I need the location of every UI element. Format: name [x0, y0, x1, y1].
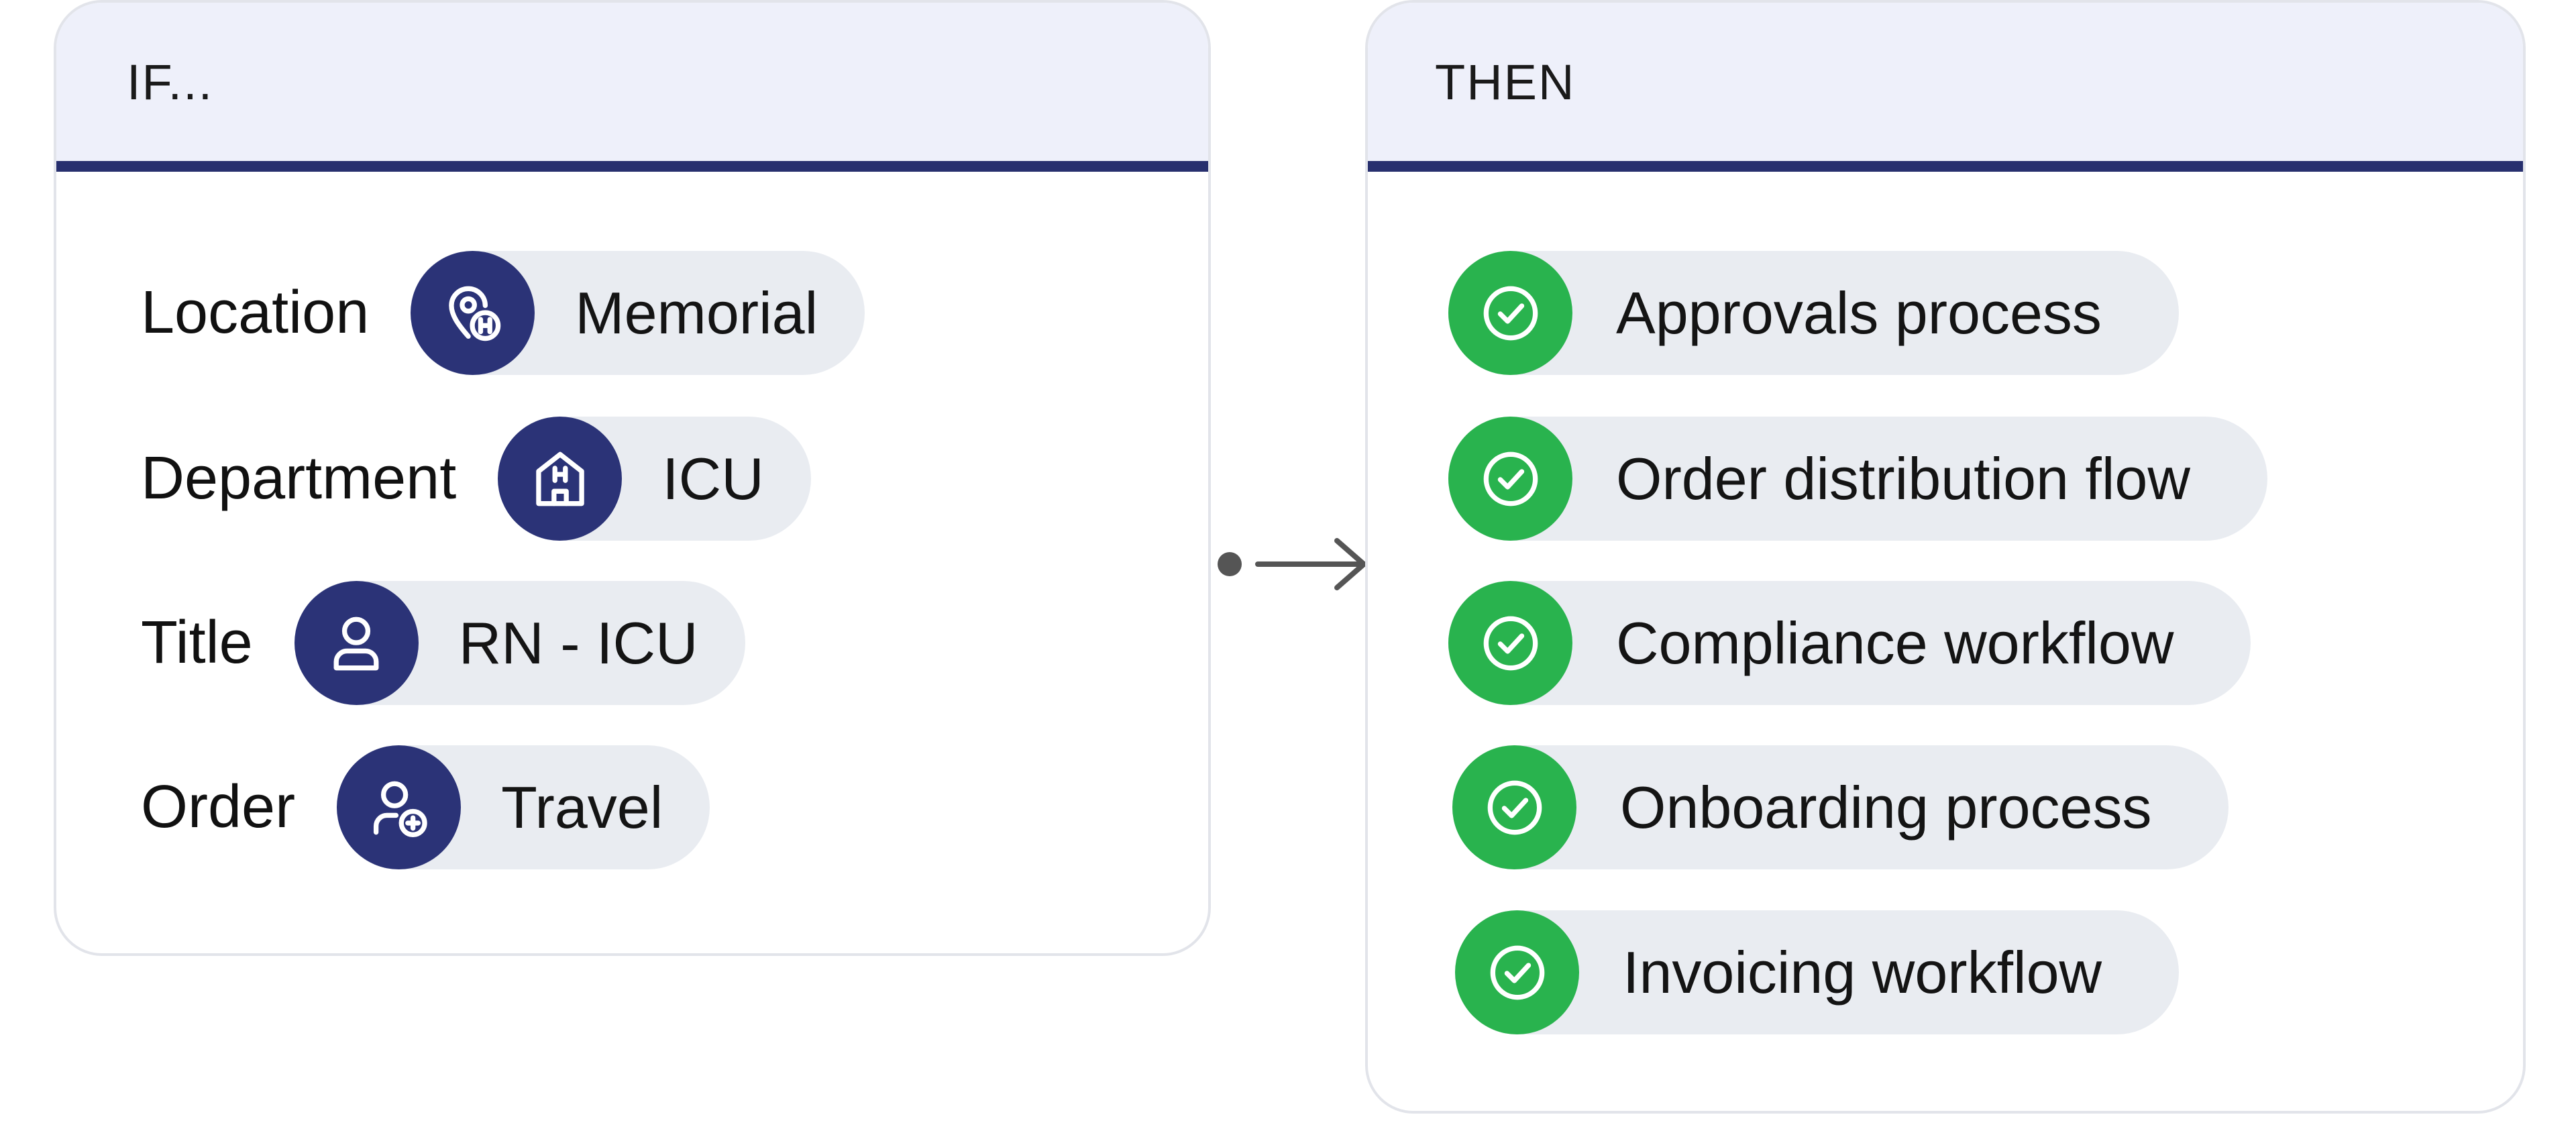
if-card-title: IF... [127, 54, 214, 110]
condition-value: ICU [662, 445, 764, 512]
condition-value: Memorial [575, 279, 818, 346]
action-chip[interactable]: Compliance workflow [1448, 581, 2251, 705]
then-card: THEN Approvals process Order distributio… [1365, 0, 2526, 1114]
person-add-icon [337, 745, 462, 869]
action-label: Approvals process [1616, 279, 2102, 346]
condition-chip-order[interactable]: Travel [337, 745, 710, 869]
action-row[interactable]: Compliance workflow [1448, 581, 2251, 705]
hospital-building-icon [498, 417, 623, 541]
condition-chip-location[interactable]: Memorial [411, 251, 865, 375]
action-label: Order distribution flow [1616, 445, 2190, 512]
action-chip[interactable]: Order distribution flow [1448, 417, 2267, 541]
condition-row-title: Title RN - ICU [141, 581, 745, 705]
check-circle-icon [1452, 745, 1576, 869]
condition-label: Order [141, 773, 296, 841]
hospital-location-icon [411, 251, 535, 375]
condition-row-location: Location Memorial [141, 251, 865, 375]
connector-dot [1218, 552, 1242, 576]
person-icon [294, 581, 419, 705]
condition-label: Location [141, 279, 370, 346]
action-label: Compliance workflow [1616, 609, 2174, 676]
then-card-title: THEN [1435, 54, 1576, 110]
condition-label: Title [141, 609, 253, 676]
action-row[interactable]: Onboarding process [1452, 745, 2229, 869]
action-chip[interactable]: Approvals process [1448, 251, 2179, 375]
action-label: Onboarding process [1620, 773, 2152, 841]
condition-chip-title[interactable]: RN - ICU [294, 581, 745, 705]
action-chip[interactable]: Onboarding process [1452, 745, 2229, 869]
condition-label: Department [141, 445, 457, 512]
if-card-header: IF... [56, 3, 1208, 172]
if-card: IF... Location Memorial Department [54, 0, 1211, 956]
then-card-header: THEN [1368, 3, 2523, 172]
action-label: Invoicing workflow [1623, 938, 2102, 1006]
condition-chip-department[interactable]: ICU [498, 417, 811, 541]
condition-value: Travel [501, 773, 663, 841]
condition-value: RN - ICU [458, 609, 698, 676]
action-row[interactable]: Invoicing workflow [1455, 910, 2180, 1034]
check-circle-icon [1455, 910, 1579, 1034]
condition-row-department: Department ICU [141, 417, 811, 541]
action-chip[interactable]: Invoicing workflow [1455, 910, 2180, 1034]
arrow-head-icon [1334, 538, 1366, 590]
check-circle-icon [1448, 581, 1572, 705]
check-circle-icon [1448, 417, 1572, 541]
connector-arrow [1218, 538, 1366, 590]
check-circle-icon [1448, 251, 1572, 375]
action-row[interactable]: Order distribution flow [1448, 417, 2267, 541]
condition-row-order: Order Travel [141, 745, 710, 869]
action-row[interactable]: Approvals process [1448, 251, 2179, 375]
